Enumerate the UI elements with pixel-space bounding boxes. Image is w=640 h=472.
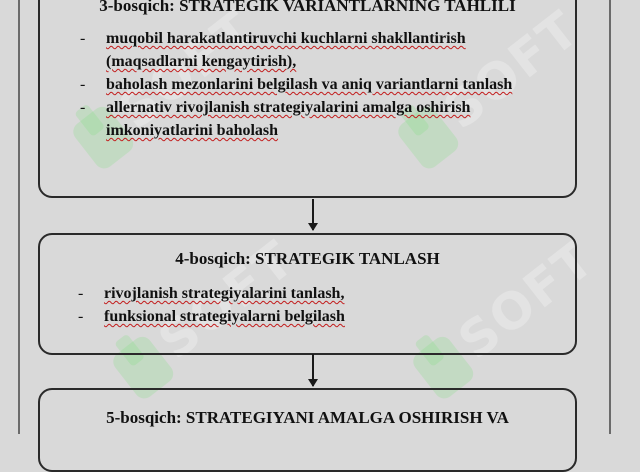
list-item: -baholash mezonlarini belgilash va aniq … <box>80 76 513 93</box>
page-border-left <box>18 0 20 434</box>
stage-3-box: 3-bosqich: STRATEGIK VARIANTLARNING TAHL… <box>38 0 577 198</box>
stage-4-box: 4-bosqich: STRATEGIK TANLASH -rivojlanis… <box>38 233 577 355</box>
stage-4-title: 4-bosqich: STRATEGIK TANLASH <box>175 249 440 268</box>
flow-arrow <box>308 199 318 231</box>
page-border-right <box>609 0 611 434</box>
stage-5-box: 5-bosqich: STRATEGIYANI AMALGA OSHIRISH … <box>38 388 577 472</box>
stage-4-list: -rivojlanish strategiyalarini tanlash, -… <box>78 282 548 328</box>
stage-5-title: 5-bosqich: STRATEGIYANI AMALGA OSHIRISH … <box>106 408 509 427</box>
list-item: -funksional strategiyalarni belgilash <box>78 308 345 325</box>
list-item: -allernativ rivojlanish strategiyalarini… <box>80 99 471 139</box>
list-item: -muqobil harakatlantiruvchi kuchlarni sh… <box>80 30 466 70</box>
stage-3-title: 3-bosqich: STRATEGIK VARIANTLARNING TAHL… <box>99 0 516 15</box>
flow-arrow <box>308 354 318 387</box>
stage-3-list: -muqobil harakatlantiruvchi kuchlarni sh… <box>80 27 540 142</box>
list-item: -rivojlanish strategiyalarini tanlash, <box>78 285 345 302</box>
